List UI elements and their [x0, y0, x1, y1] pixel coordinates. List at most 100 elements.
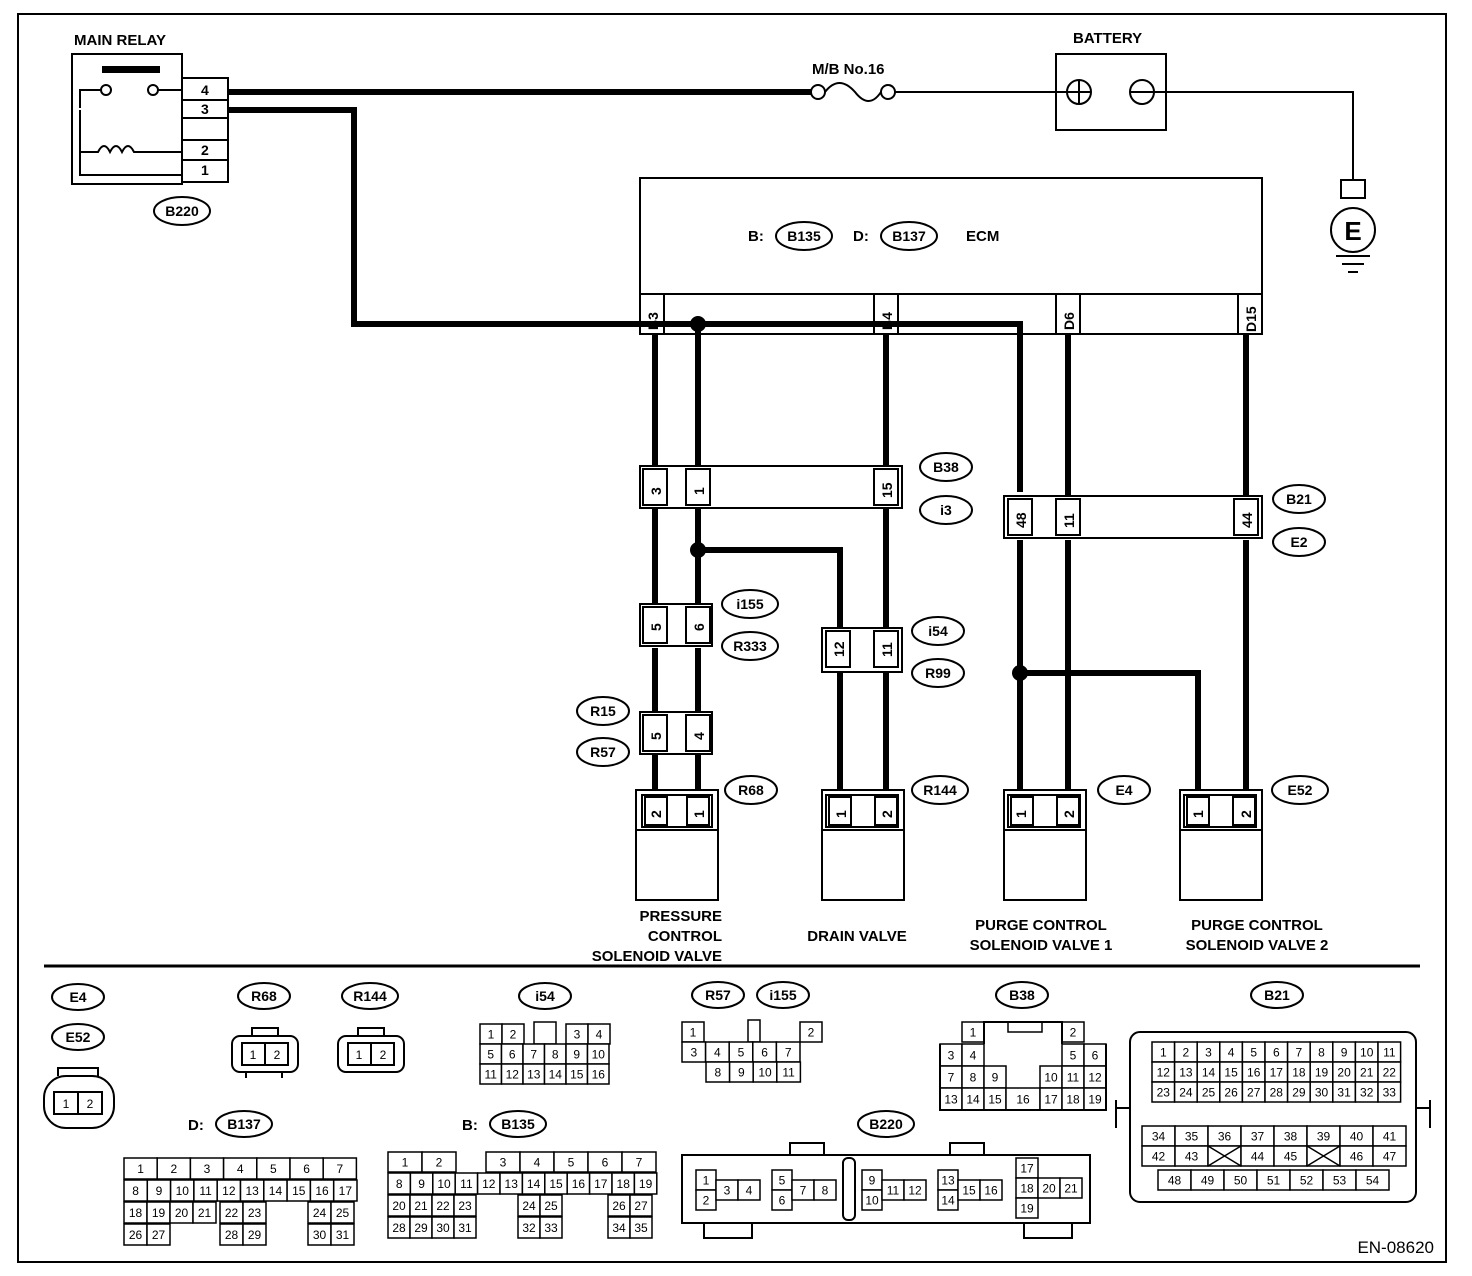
ground-symbol: E: [1330, 179, 1376, 273]
pin-number: 18: [617, 1177, 631, 1191]
connector-tag-i54: i54: [911, 616, 965, 646]
svg-text:3: 3: [648, 487, 664, 495]
connector-tag-r99: R99: [911, 658, 965, 688]
svg-text:B135: B135: [501, 1116, 535, 1132]
pin-number: 17: [1270, 1066, 1284, 1080]
pin-number: 7: [530, 1048, 537, 1062]
pin-number: 10: [1044, 1071, 1058, 1085]
pin-number: 14: [269, 1184, 283, 1198]
pin-number: 21: [198, 1206, 212, 1220]
wires: [228, 89, 1354, 805]
pin-number: 19: [1088, 1093, 1102, 1107]
svg-text:12: 12: [831, 641, 847, 657]
svg-text:2: 2: [380, 1048, 387, 1062]
pin-number: 34: [1152, 1130, 1166, 1144]
svg-text:i54: i54: [535, 988, 555, 1004]
connector-tag-e52: E52: [1271, 775, 1329, 805]
blank-pin-cross: [1306, 1145, 1341, 1167]
pin-number: 1: [1160, 1046, 1167, 1060]
pin-number: 7: [785, 1046, 792, 1060]
pin-number: 1: [690, 1026, 697, 1040]
pin-cell: [586, 1063, 610, 1085]
tag-e52-bottom: E52: [51, 1023, 105, 1051]
pin-number: 11: [1067, 1071, 1080, 1085]
svg-text:5: 5: [648, 732, 664, 740]
pin-number: 21: [1064, 1182, 1078, 1196]
tag-i54-bottom: i54: [518, 982, 572, 1010]
pin-number: 44: [1251, 1150, 1265, 1164]
pin-cell: [539, 1216, 563, 1239]
connector-tag-r15: R15: [576, 696, 630, 726]
pin-number: 28: [1270, 1086, 1284, 1100]
pin-number: 5: [568, 1156, 575, 1170]
tag-b137-bottom: B137: [215, 1110, 273, 1138]
pin-number: 9: [738, 1066, 745, 1080]
connector-b38-i3: 3 1 15: [639, 465, 903, 509]
svg-text:1: 1: [691, 810, 707, 818]
pin-number: 24: [522, 1199, 536, 1213]
pin-number: 19: [639, 1177, 653, 1191]
pin-number: 33: [1383, 1086, 1397, 1100]
pin-number: 20: [175, 1206, 189, 1220]
key-slot: [1007, 1021, 1043, 1033]
svg-text:B38: B38: [1009, 987, 1035, 1003]
tag-b220-bottom: B220: [857, 1110, 915, 1138]
pin-cell: [146, 1223, 171, 1246]
pin-number: 3: [204, 1162, 211, 1176]
pin-number: 6: [761, 1046, 768, 1060]
pin-number: 16: [1016, 1093, 1030, 1107]
b38-outline: [939, 1021, 1107, 1111]
pressure-control-solenoid-valve: 2 1: [635, 789, 719, 901]
pin-cell: [633, 1172, 658, 1195]
pin-number: 32: [1360, 1086, 1374, 1100]
ecm-pin: B4: [879, 312, 895, 330]
ecm-pin: D6: [1061, 312, 1077, 330]
figure-id: EN-08620: [1357, 1238, 1434, 1257]
svg-text:1: 1: [1190, 810, 1206, 818]
pin-cell: [776, 1061, 802, 1083]
pin-number: 12: [482, 1177, 496, 1191]
svg-text:B21: B21: [1264, 987, 1290, 1003]
pin-number: 11: [782, 1066, 795, 1080]
pin-number: 50: [1234, 1174, 1248, 1188]
ecm-pin: B3: [645, 312, 661, 330]
pin-number: 4: [1228, 1046, 1235, 1060]
pin-number: 12: [1088, 1071, 1102, 1085]
pin-number: 8: [822, 1184, 829, 1198]
pin-number: 23: [458, 1199, 472, 1213]
pin-cell: [242, 1223, 267, 1246]
pin-cell: [813, 1179, 837, 1201]
pin-number: 3: [724, 1184, 731, 1198]
r144-face: 1 2: [337, 1027, 405, 1073]
svg-text:B220: B220: [869, 1116, 903, 1132]
pin-number: 33: [544, 1221, 558, 1235]
svg-text:E52: E52: [1288, 782, 1313, 798]
pin-number: 48: [1168, 1174, 1182, 1188]
pin-number: 3: [948, 1049, 955, 1063]
pin-number: 46: [1350, 1150, 1364, 1164]
tag-r68-bottom: R68: [237, 982, 291, 1010]
svg-text:i155: i155: [769, 987, 796, 1003]
pin-number: 11: [485, 1068, 498, 1082]
svg-text:R144: R144: [353, 988, 387, 1004]
pin-number: 14: [549, 1068, 563, 1082]
main-relay-label: MAIN RELAY: [74, 32, 166, 49]
relay-pin: 1: [201, 162, 209, 178]
pin-number: 14: [1202, 1066, 1216, 1080]
pin-number: 8: [1318, 1046, 1325, 1060]
relay-pin: 2: [201, 142, 209, 158]
pin-number: 6: [509, 1048, 516, 1062]
svg-text:2: 2: [87, 1097, 94, 1111]
pin-number: 26: [612, 1199, 626, 1213]
pin-number: 17: [339, 1184, 353, 1198]
pin-cell: [192, 1201, 217, 1224]
pin-number: 15: [549, 1177, 563, 1191]
svg-text:11: 11: [1061, 513, 1077, 528]
connector-tag-e2: E2: [1272, 527, 1326, 557]
connector-tag-i155: i155: [721, 589, 779, 619]
connector-tag-i3: i3: [919, 495, 973, 525]
pin-number: 18: [1020, 1182, 1034, 1196]
